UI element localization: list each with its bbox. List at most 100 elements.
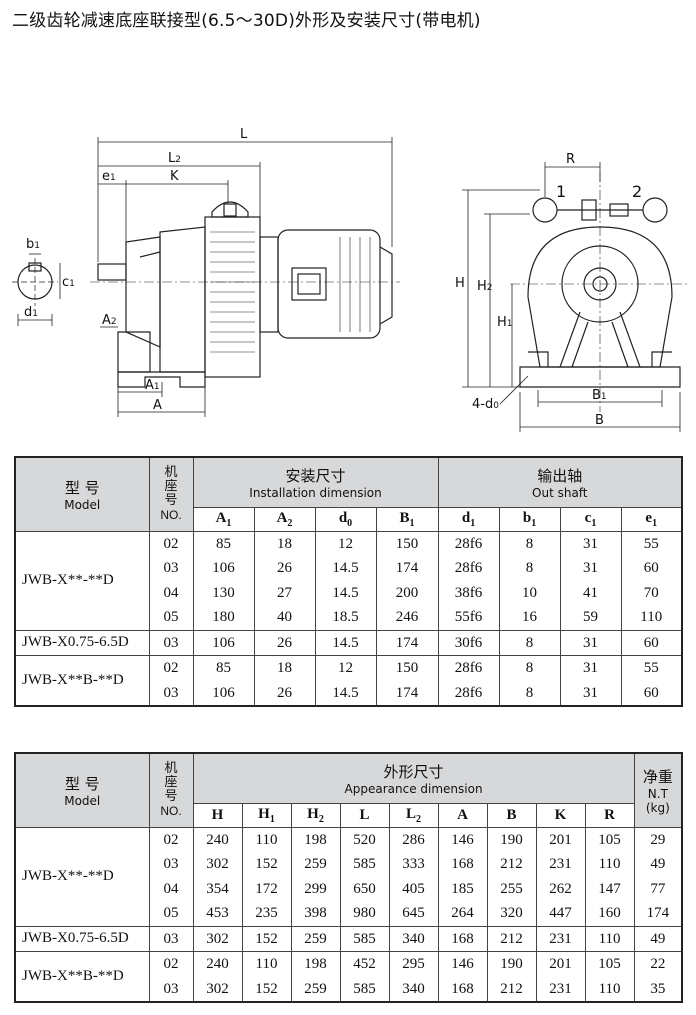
- label-A1: A1: [145, 378, 160, 393]
- column-header-a: A: [437, 802, 488, 828]
- column-header-a2: A2: [253, 506, 316, 532]
- installation-group-header: 安装尺寸 Installation dimension: [192, 456, 439, 508]
- column-header-d0: d0: [314, 506, 377, 532]
- label-L: L: [240, 127, 248, 142]
- column-header-a1: A1: [192, 506, 255, 532]
- model-header: 型 号 Model: [14, 752, 150, 828]
- label-A: A: [153, 398, 162, 413]
- column-header-l2: L2: [388, 802, 439, 828]
- value-cell: 340: [388, 925, 439, 952]
- model-cell: JWB-X**B-**D: [14, 951, 150, 1003]
- value-cell: 174: [375, 629, 439, 656]
- no-header: 机座号 NO.: [148, 456, 194, 532]
- label-d0: 4-d0: [472, 397, 499, 412]
- label-d1: d1: [24, 305, 38, 320]
- no-header: 机座号 NO.: [148, 752, 194, 828]
- frame-no-cell: 03: [148, 925, 194, 952]
- column-header-h: H: [192, 802, 243, 828]
- label-shaft-2: 2: [632, 182, 642, 201]
- weight-header: 净重 N.T (kg): [633, 752, 683, 828]
- value-cell: 168: [437, 925, 488, 952]
- value-cell: 26: [253, 629, 316, 656]
- label-L2: L2: [168, 151, 181, 166]
- label-H1: H1: [497, 315, 513, 330]
- label-B1: B1: [592, 388, 607, 403]
- value-cell: 585: [339, 925, 390, 952]
- value-cell: 212: [486, 925, 537, 952]
- label-H: H: [455, 276, 465, 291]
- model-header: 型 号 Model: [14, 456, 150, 532]
- column-header-l: L: [339, 802, 390, 828]
- label-R: R: [566, 152, 575, 167]
- model-cell: JWB-X0.75-6.5D: [14, 629, 150, 656]
- value-cell: 106: [192, 629, 255, 656]
- value-cell: 231: [535, 925, 586, 952]
- column-header-b1: b1: [498, 506, 561, 532]
- column-header-h2: H2: [290, 802, 341, 828]
- installation-table: 型 号 Model 机座号 NO. 安装尺寸 Installation dime…: [14, 456, 684, 707]
- value-cell: 152: [241, 925, 292, 952]
- value-cell: 110: [584, 925, 635, 952]
- side-view: [90, 201, 400, 388]
- appearance-group-header: 外形尺寸 Appearance dimension: [192, 752, 635, 804]
- label-e1: e1: [102, 169, 116, 184]
- label-K: K: [170, 169, 179, 184]
- value-cell: 31: [559, 629, 622, 656]
- front-dimensions: [462, 162, 681, 432]
- column-header-h1: H1: [241, 802, 292, 828]
- shaft-end-view: [12, 253, 61, 326]
- model-cell: JWB-X**-**D: [14, 826, 150, 927]
- page-title: 二级齿轮减速底座联接型(6.5～30D)外形及安装尺寸(带电机): [12, 11, 481, 31]
- appearance-table: 型 号 Model 机座号 NO. 外形尺寸 Appearance dimens…: [14, 752, 684, 1003]
- value-cell: 8: [498, 629, 561, 656]
- column-header-r: R: [584, 802, 635, 828]
- value-cell: 259: [290, 925, 341, 952]
- label-A2: A2: [102, 313, 117, 328]
- column-header-b1: B1: [375, 506, 439, 532]
- column-header-k: K: [535, 802, 586, 828]
- value-cell: 302: [192, 925, 243, 952]
- side-dimensions: [97, 137, 393, 417]
- value-cell: 60: [620, 629, 683, 656]
- model-cell: JWB-X**-**D: [14, 530, 150, 631]
- label-b1: b1: [26, 237, 40, 252]
- value-cell: 30f6: [437, 629, 500, 656]
